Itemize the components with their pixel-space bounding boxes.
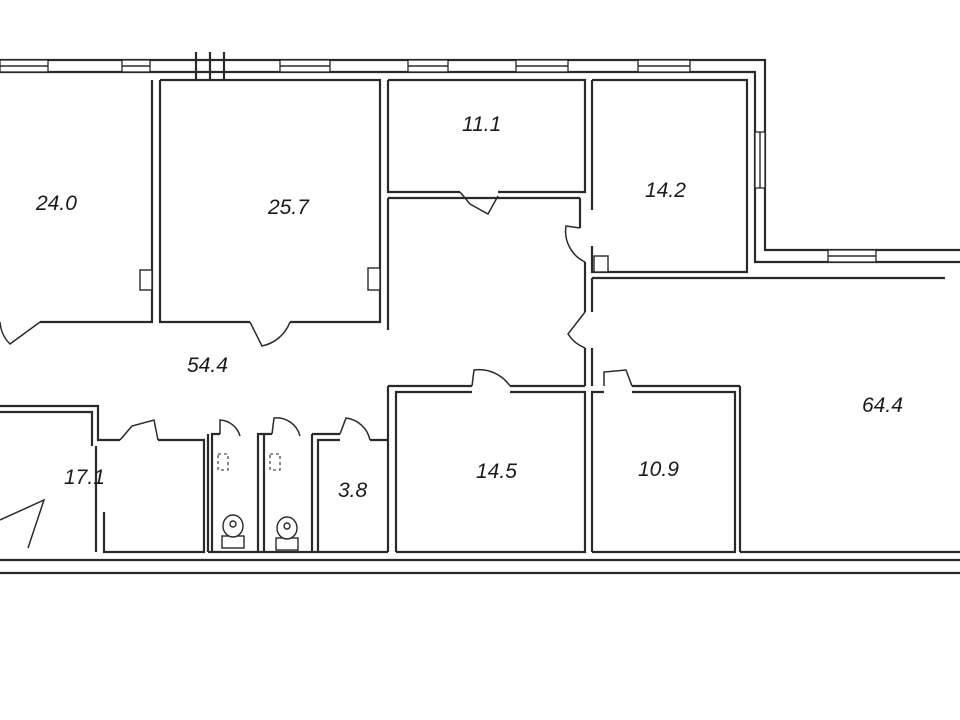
sink-outline-1	[217, 453, 229, 471]
room-area-label: 14.2	[645, 179, 686, 202]
interior-walls	[0, 78, 960, 554]
toilet-icon-2	[275, 516, 299, 551]
windows	[0, 52, 877, 263]
room-area-label: 25.7	[267, 196, 310, 219]
room-area-label: 14.5	[476, 460, 517, 483]
doors	[0, 191, 633, 549]
column-marker-2	[367, 267, 381, 291]
fixtures	[139, 255, 609, 551]
room-area-label: 10.9	[638, 458, 679, 481]
room-area-label: 24.0	[35, 192, 77, 215]
room-area-label: 11.1	[462, 113, 501, 136]
sink-outline-2	[269, 453, 281, 471]
area-labels: 24.0 25.7 11.1 14.2 54.4 17.1 3.8 14.5 1…	[35, 113, 903, 502]
room-area-label: 17.1	[64, 466, 105, 489]
column-marker-3	[593, 255, 609, 273]
column-marker-1	[139, 269, 153, 291]
outer-walls	[0, 58, 960, 575]
room-area-label: 54.4	[187, 354, 228, 377]
room-area-label: 3.8	[338, 479, 368, 502]
toilet-icon-1	[221, 514, 245, 549]
room-area-label: 64.4	[862, 394, 903, 417]
